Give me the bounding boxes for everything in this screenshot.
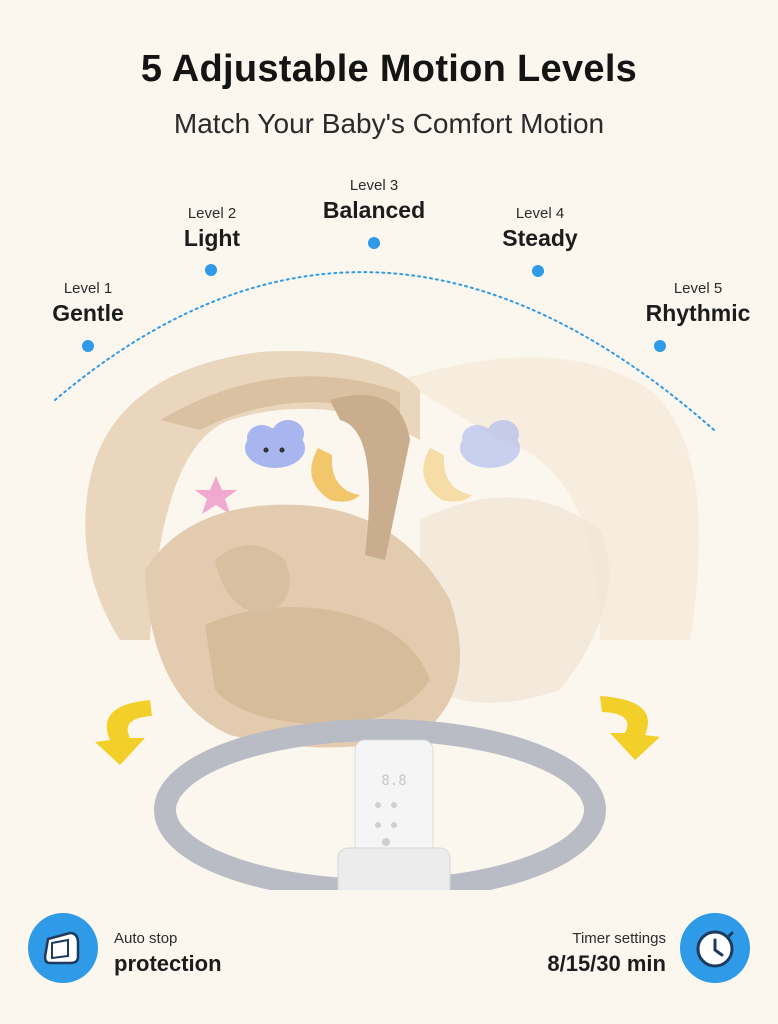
rotate-arrow-right [600, 696, 660, 760]
control-button [391, 822, 397, 828]
level-5-name: Rhythmic [645, 300, 751, 326]
level-5-label: Level 5 Rhythmic [630, 280, 766, 327]
level-4-name: Steady [502, 225, 578, 251]
level-3-name: Balanced [322, 197, 426, 223]
control-button [375, 822, 381, 828]
timer-clock-icon [696, 930, 734, 968]
power-button [382, 838, 390, 846]
level-4-marker [532, 265, 544, 277]
level-1-marker [82, 340, 94, 352]
auto-stop-text: Auto stop protection [114, 930, 222, 977]
level-2-label: Level 2 Light [150, 205, 274, 252]
canopy-handle [330, 395, 410, 560]
pacifier-shield-icon [43, 931, 80, 965]
cloud-toy-left [245, 420, 305, 468]
auto-stop-line2: protection [114, 951, 222, 976]
canopy [85, 351, 421, 640]
motion-arc [54, 237, 715, 431]
timer-line2: 8/15/30 min [547, 951, 666, 976]
level-5-marker [654, 340, 666, 352]
cloud-toy-right [460, 420, 520, 468]
page-subtitle: Match Your Baby's Comfort Motion [173, 108, 605, 139]
level-1-label: Level 1 Gentle [26, 280, 150, 327]
base-ring [154, 719, 606, 890]
seat-cushion [205, 607, 430, 725]
star-toy [195, 476, 237, 514]
level-5-number: Level 5 [673, 280, 723, 297]
timer-line1: Timer settings [572, 930, 666, 947]
level-4-number: Level 4 [515, 205, 565, 222]
ghost-seat [420, 497, 609, 703]
rotate-arrow-left [95, 700, 152, 765]
timer-badge [680, 913, 750, 983]
moon-toy-ghost [423, 448, 472, 502]
level-2-marker [205, 264, 217, 276]
level-3-marker [368, 237, 380, 249]
arc-dotted-line [54, 271, 715, 431]
level-1-number: Level 1 [63, 280, 113, 297]
canopy-shade [160, 376, 400, 430]
page-title: 5 Adjustable Motion Levels [140, 48, 638, 90]
auto-stop-line1: Auto stop [114, 930, 178, 947]
level-4-label: Level 4 Steady [478, 205, 602, 252]
control-button [375, 802, 381, 808]
level-3-label: Level 3 Balanced [304, 177, 444, 224]
baby-swing-illustration: 8.8 [85, 351, 699, 890]
level-3-number: Level 3 [349, 177, 399, 194]
control-display-digits: 8.8 [381, 773, 406, 789]
level-2-number: Level 2 [187, 205, 237, 222]
level-1-name: Gentle [52, 300, 124, 326]
auto-stop-badge [28, 913, 98, 983]
timer-text: Timer settings 8/15/30 min [547, 930, 666, 977]
control-button [391, 802, 397, 808]
level-2-name: Light [183, 225, 241, 251]
column-foot [337, 847, 451, 890]
control-column [354, 739, 434, 856]
moon-toy [311, 448, 360, 502]
ghost-canopy [400, 357, 699, 640]
head-pad [215, 545, 290, 615]
